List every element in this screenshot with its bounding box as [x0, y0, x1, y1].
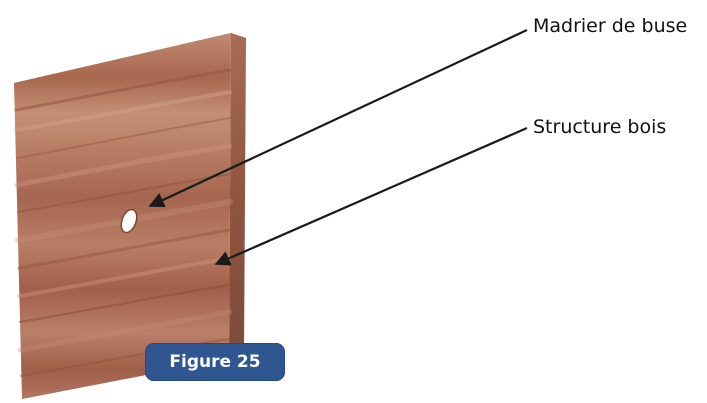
board-front-face: [14, 33, 231, 399]
figure-caption-badge: Figure 25: [145, 343, 285, 381]
board-side-edge: [229, 33, 246, 359]
nozzle-hole: [120, 208, 138, 234]
structure-label: Structure bois: [533, 116, 667, 138]
madrier-label: Madrier de buse: [533, 15, 688, 37]
arrow-madrier: [148, 29, 528, 208]
arrow-structure: [214, 126, 528, 266]
